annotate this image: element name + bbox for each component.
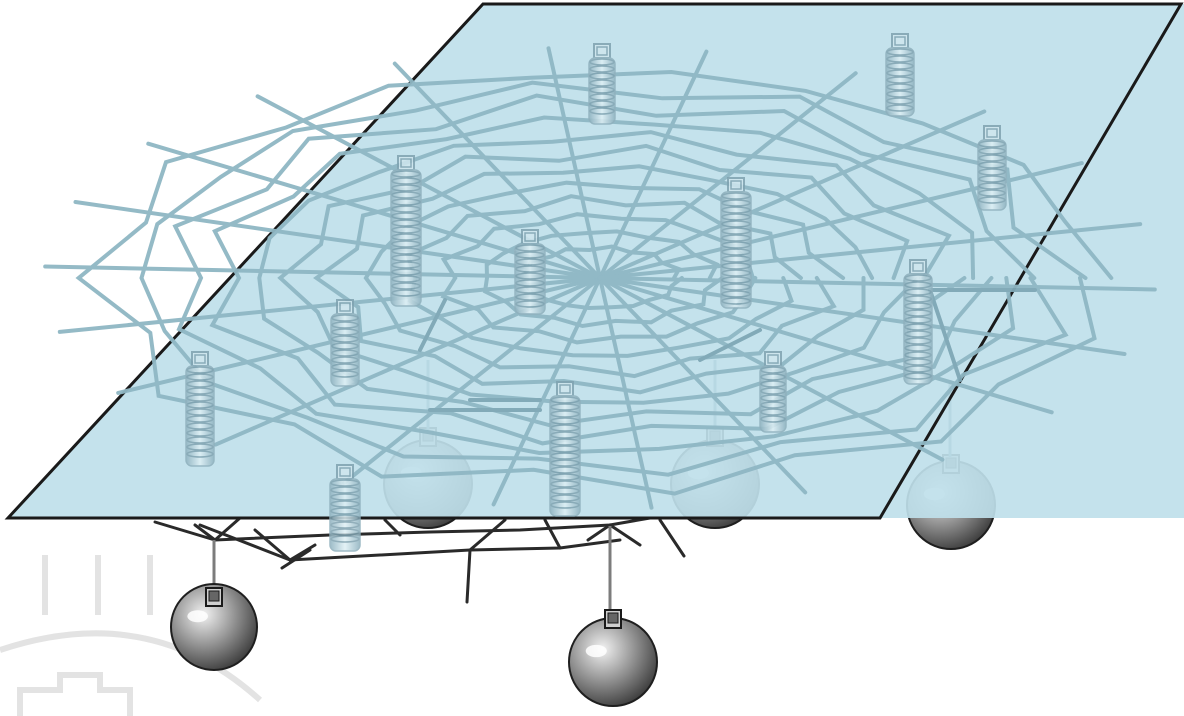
hanging-rods	[212, 526, 612, 614]
web-ring	[139, 80, 1088, 477]
web-spoke	[598, 276, 1127, 356]
web-ring	[172, 93, 1037, 456]
coil-spring-icon	[329, 464, 361, 552]
web-spoke	[57, 276, 602, 334]
coil-spring-icon	[588, 43, 616, 125]
web-spoke	[598, 109, 987, 280]
weights-in-front	[170, 583, 658, 707]
coil-spring-icon	[759, 351, 787, 433]
web-spoke	[598, 49, 709, 280]
coil-spring-icon	[185, 351, 215, 467]
coil-spring-icon	[514, 229, 546, 315]
web-ring	[482, 229, 725, 329]
web-spoke	[43, 264, 602, 280]
web-spoke	[342, 276, 602, 485]
web-ring	[277, 143, 921, 405]
web-spoke	[598, 276, 1054, 415]
web-ring	[75, 69, 1114, 496]
web-ring	[363, 180, 846, 379]
coil-spring-icon	[390, 155, 422, 307]
coil-spring-icon	[720, 177, 752, 309]
watermark-icon	[0, 555, 263, 716]
web-spoke	[491, 276, 602, 507]
web-ring	[440, 212, 758, 345]
springs-group	[185, 33, 1007, 552]
web-spoke	[598, 276, 808, 495]
hanging-ball-weight-icon	[170, 583, 258, 671]
web-spoke	[73, 200, 602, 280]
web-anchor-thread	[418, 298, 447, 352]
coil-spring-icon	[549, 381, 581, 517]
web-spoke	[598, 276, 1157, 292]
coil-spring-icon	[903, 259, 933, 385]
web-anchor-thread	[928, 288, 962, 382]
coil-spring-icon	[330, 299, 360, 387]
web-spoke	[598, 276, 654, 510]
web-spoke	[392, 61, 602, 280]
web-spoke	[598, 71, 858, 280]
web-ring	[209, 115, 994, 446]
web-spoke	[598, 222, 1143, 280]
coil-spring-icon	[885, 33, 915, 117]
coil-spring-icon	[977, 125, 1007, 211]
web-anchor-thread	[698, 328, 762, 362]
web-spoke	[546, 46, 602, 280]
hanging-ball-weight-icon	[568, 609, 658, 707]
plane-border	[4, 2, 1184, 520]
